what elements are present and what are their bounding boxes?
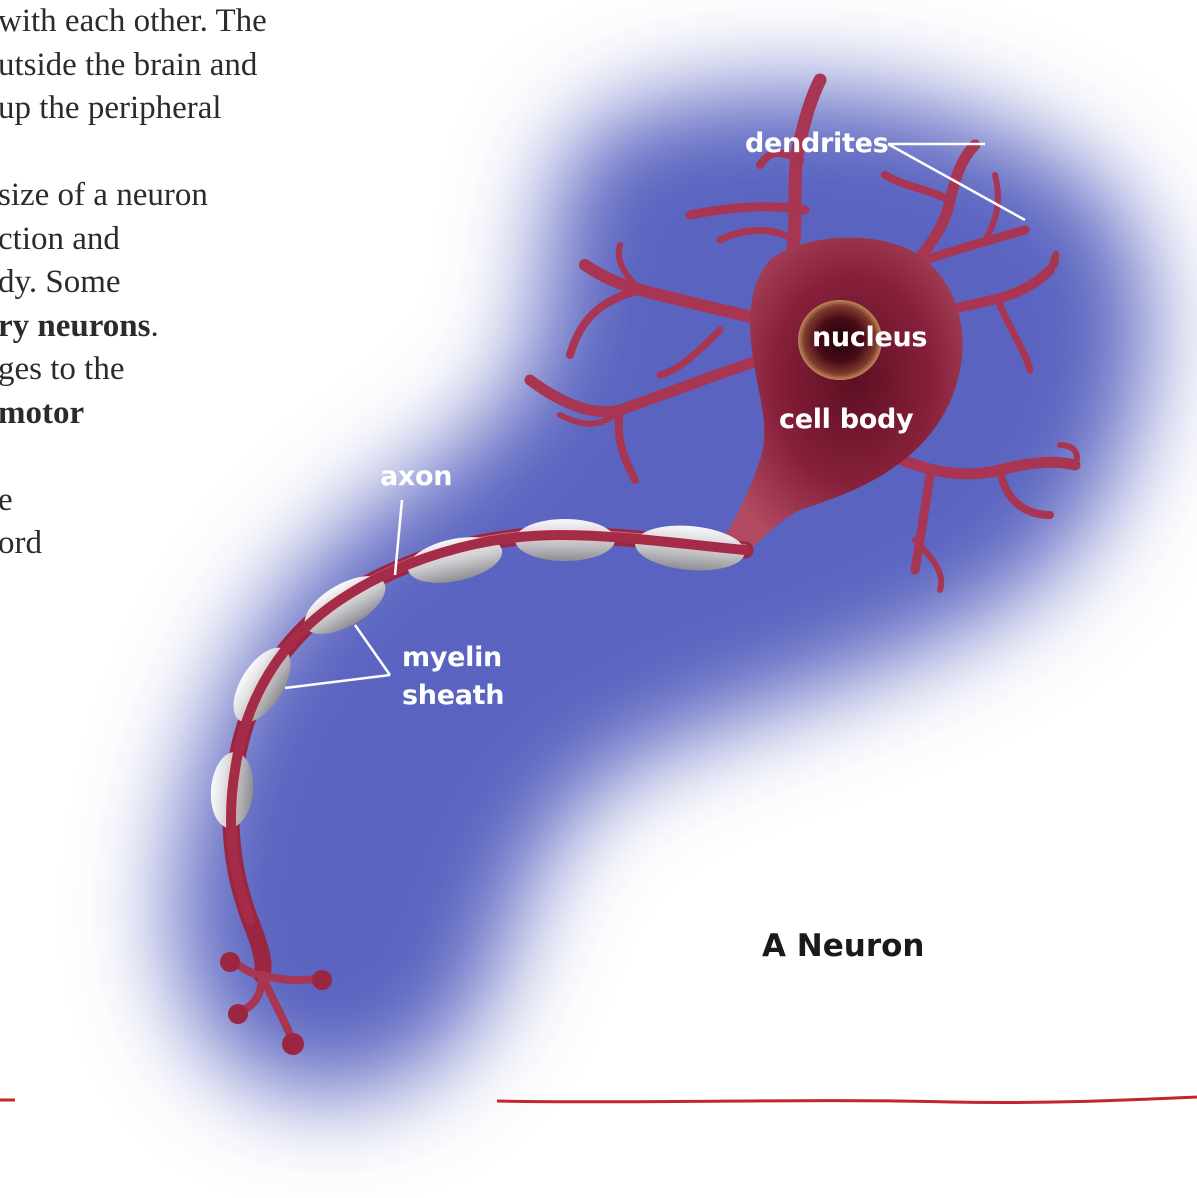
label-nucleus: nucleus bbox=[812, 322, 927, 353]
body-text-line: ry neurons. bbox=[0, 305, 360, 349]
body-text-line: ction and bbox=[0, 218, 360, 262]
label-dendrites: dendrites bbox=[745, 128, 888, 159]
body-text-line bbox=[0, 435, 360, 479]
body-text-line: motor bbox=[0, 392, 360, 436]
period: . bbox=[151, 308, 159, 344]
body-text-line: with each other. The bbox=[0, 0, 360, 44]
body-text-line: ges to the bbox=[0, 348, 360, 392]
label-axon: axon bbox=[380, 461, 452, 492]
bottom-rule-lines bbox=[0, 1097, 1197, 1103]
label-sheath: sheath bbox=[402, 680, 504, 711]
figure-caption: A Neuron bbox=[762, 928, 924, 964]
body-text-line: dy. Some bbox=[0, 261, 360, 305]
label-myelin: myelin bbox=[402, 642, 502, 673]
body-text-line: ord bbox=[0, 522, 360, 566]
body-text-line: up the peripheral bbox=[0, 87, 360, 131]
label-cell-body: cell body bbox=[779, 404, 913, 435]
term-sensory-neurons: ry neurons bbox=[0, 308, 151, 344]
body-text-column: with each other. The utside the brain an… bbox=[0, 0, 360, 600]
body-text-line bbox=[0, 131, 360, 175]
body-text-line: e bbox=[0, 479, 360, 523]
body-text-line: utside the brain and bbox=[0, 44, 360, 88]
body-text-line: size of a neuron bbox=[0, 174, 360, 218]
term-motor: motor bbox=[0, 395, 84, 431]
